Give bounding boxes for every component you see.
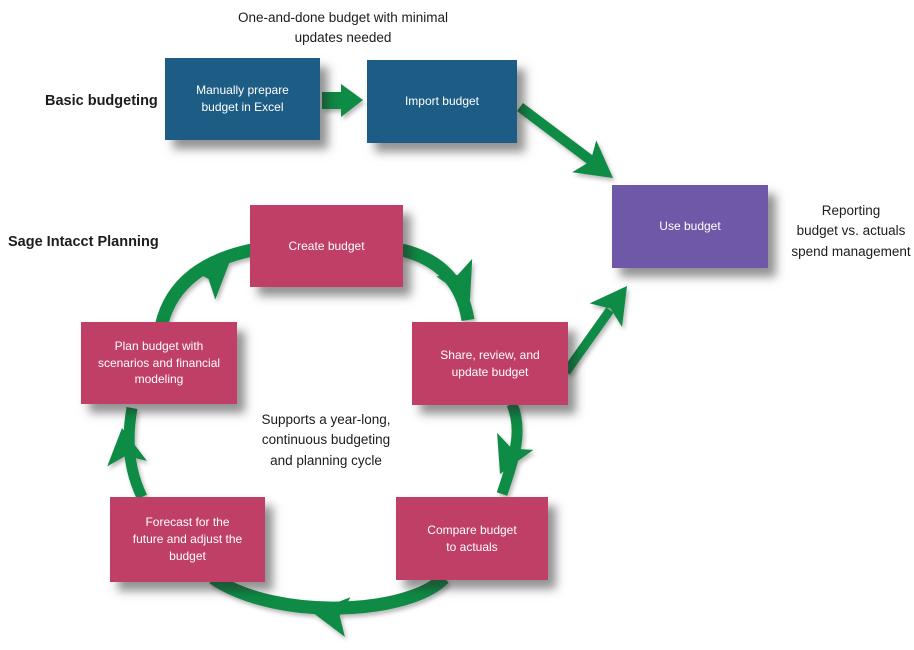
arrowhead-share-to-compare: [497, 432, 534, 474]
annotation-reporting: Reporting budget vs. actuals spend manag…: [791, 203, 911, 259]
node-plan-budget-scenarios: Plan budget with scenarios and financial…: [81, 322, 237, 404]
annotation-cycle: Supports a year-long, continuous budgeti…: [261, 412, 391, 468]
arrowhead-forecast-to-plan: [107, 428, 147, 467]
node-create-budget: Create budget: [250, 205, 403, 287]
node-manually-prepare-budget: Manually prepare budget in Excel: [165, 58, 320, 140]
node-import-budget: Import budget: [367, 60, 517, 143]
arrow-plan-to-create: [153, 243, 254, 334]
arrow-share-to-use: [562, 307, 614, 375]
node-forecast-adjust-budget: Forecast for the future and adjust the b…: [110, 497, 265, 582]
annotation-one-and-done: One-and-done budget with minimal updates…: [237, 10, 449, 46]
arrowhead-compare-to-forecast: [312, 597, 351, 637]
node-share-review-update-budget: Share, review, and update budget: [412, 322, 568, 405]
arrow-manual-to-import: [322, 84, 363, 117]
label-sage-intacct-planning: Sage Intacct Planning: [8, 234, 159, 250]
label-basic-budgeting: Basic budgeting: [45, 93, 158, 109]
node-compare-budget-actuals: Compare budget to actuals: [396, 497, 548, 580]
node-use-budget: Use budget: [612, 185, 768, 268]
arrow-create-to-share: [400, 243, 475, 322]
arrow-share-to-compare: [496, 401, 523, 496]
arrowhead-import-to-use: [572, 140, 613, 178]
arrow-import-to-use: [516, 103, 601, 169]
arrowhead-share-to-use: [589, 286, 627, 327]
arrow-compare-to-forecast: [209, 572, 449, 615]
arrowhead-plan-to-create: [189, 261, 230, 300]
arrowhead-create-to-share: [436, 258, 473, 300]
